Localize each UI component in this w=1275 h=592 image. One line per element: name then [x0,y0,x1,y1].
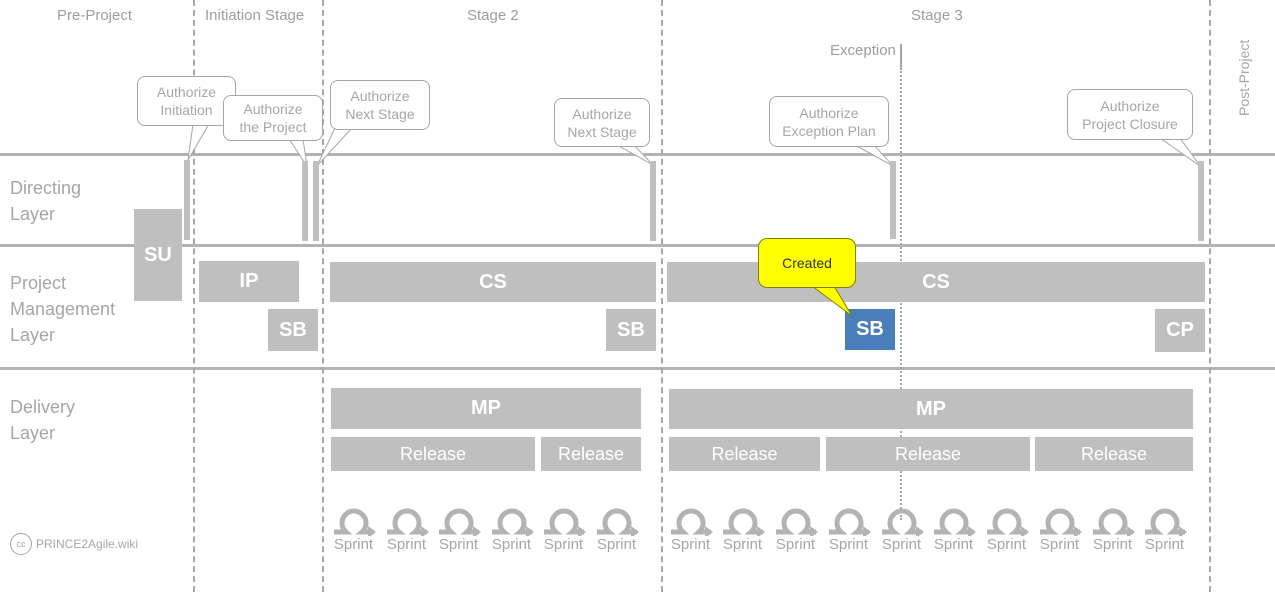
brand-name: PRINCE2Agile.wiki [36,537,139,551]
delivery-top-line [0,367,1275,370]
callout-tails [187,123,1201,167]
created-tail [810,285,853,317]
sprint-label: Sprint [670,536,711,553]
stage-initiation: Initiation Stage [205,7,305,24]
stage-pre-project: Pre-Project [57,7,133,24]
process-sb-initiation: SB [268,309,318,351]
sprint-label: Sprint [333,536,374,553]
stage-2: Stage 2 [467,7,519,24]
sprint-label: Sprint [543,536,584,553]
sprint-5: Sprint [537,498,590,553]
sprint-loop-icon [386,508,429,536]
sprint-label: Sprint [828,536,869,553]
sprint-11: Sprint [875,498,928,553]
sprint-label: Sprint [386,536,427,553]
process-sb-stage2: SB [606,309,656,351]
sprint-label: Sprint [1144,536,1185,553]
marker-closure [1198,161,1204,241]
marker-next-stage-1 [313,161,319,241]
sprint-loop-icon [775,508,818,536]
process-su: SU [134,209,182,301]
sprint-loop-icon [933,508,976,536]
sprint-2: Sprint [380,498,433,553]
process-cs-stage2: CS [330,262,656,302]
sprint-loop-icon [491,508,534,536]
sprint-loop-icon [986,508,1029,536]
release-stage3-1: Release [669,437,820,471]
sprint-loop-icon [670,508,713,536]
sprint-loop-icon [722,508,765,536]
sprint-label: Sprint [438,536,479,553]
marker-project [302,161,308,241]
process-mp-stage2: MP [331,388,641,429]
brand: cc PRINCE2Agile.wiki [10,533,138,555]
sprint-13: Sprint [980,498,1033,553]
marker-next-stage-2 [650,161,656,241]
sprint-8: Sprint [716,498,769,553]
boundary-post-project [1209,0,1211,592]
process-cp: CP [1155,309,1205,352]
sprint-4: Sprint [485,498,538,553]
release-stage2-2: Release [541,437,641,471]
sprint-label: Sprint [986,536,1027,553]
process-ip: IP [199,261,299,302]
sprint-1: Sprint [327,498,380,553]
sprint-12: Sprint [927,498,980,553]
marker-initiation [184,160,190,240]
sprint-label: Sprint [596,536,637,553]
sprint-label: Sprint [775,536,816,553]
sprint-label: Sprint [881,536,922,553]
sprint-loop-icon [543,508,586,536]
boundary-stage2 [322,0,324,592]
callout-created: Created [758,238,856,288]
sprint-7: Sprint [664,498,717,553]
marker-exception-plan [890,161,896,239]
management-top-line [0,244,1275,247]
release-stage3-2: Release [826,437,1030,471]
exception-label: Exception [830,42,896,59]
sprint-loop-icon [333,508,376,536]
sprint-9: Sprint [769,498,822,553]
boundary-stage3 [661,0,663,592]
sprint-loop-icon [1039,508,1082,536]
process-cs-stage3: CS [667,262,1205,302]
sprint-label: Sprint [933,536,974,553]
sprint-label: Sprint [491,536,532,553]
exception-tick [900,44,902,68]
release-stage2-1: Release [331,437,535,471]
sprint-label: Sprint [1039,536,1080,553]
sprint-6: Sprint [590,498,643,553]
boundary-initiation [193,0,195,592]
sprint-loop-icon [1144,508,1187,536]
sprint-10: Sprint [822,498,875,553]
stage-3: Stage 3 [911,7,963,24]
sprint-loop-icon [881,508,924,536]
sprint-loop-icon [438,508,481,536]
sprint-3: Sprint [432,498,485,553]
process-sb-exception: SB [845,309,895,350]
release-stage3-3: Release [1035,437,1193,471]
sprint-label: Sprint [1092,536,1133,553]
sprint-15: Sprint [1086,498,1139,553]
sprint-16: Sprint [1138,498,1191,553]
sprint-loop-icon [596,508,639,536]
creative-commons-icon: cc [10,533,32,555]
sprint-loop-icon [1092,508,1135,536]
sprint-label: Sprint [722,536,763,553]
sprint-loop-icon [828,508,871,536]
sprint-14: Sprint [1033,498,1086,553]
process-mp-stage3: MP [669,389,1193,429]
